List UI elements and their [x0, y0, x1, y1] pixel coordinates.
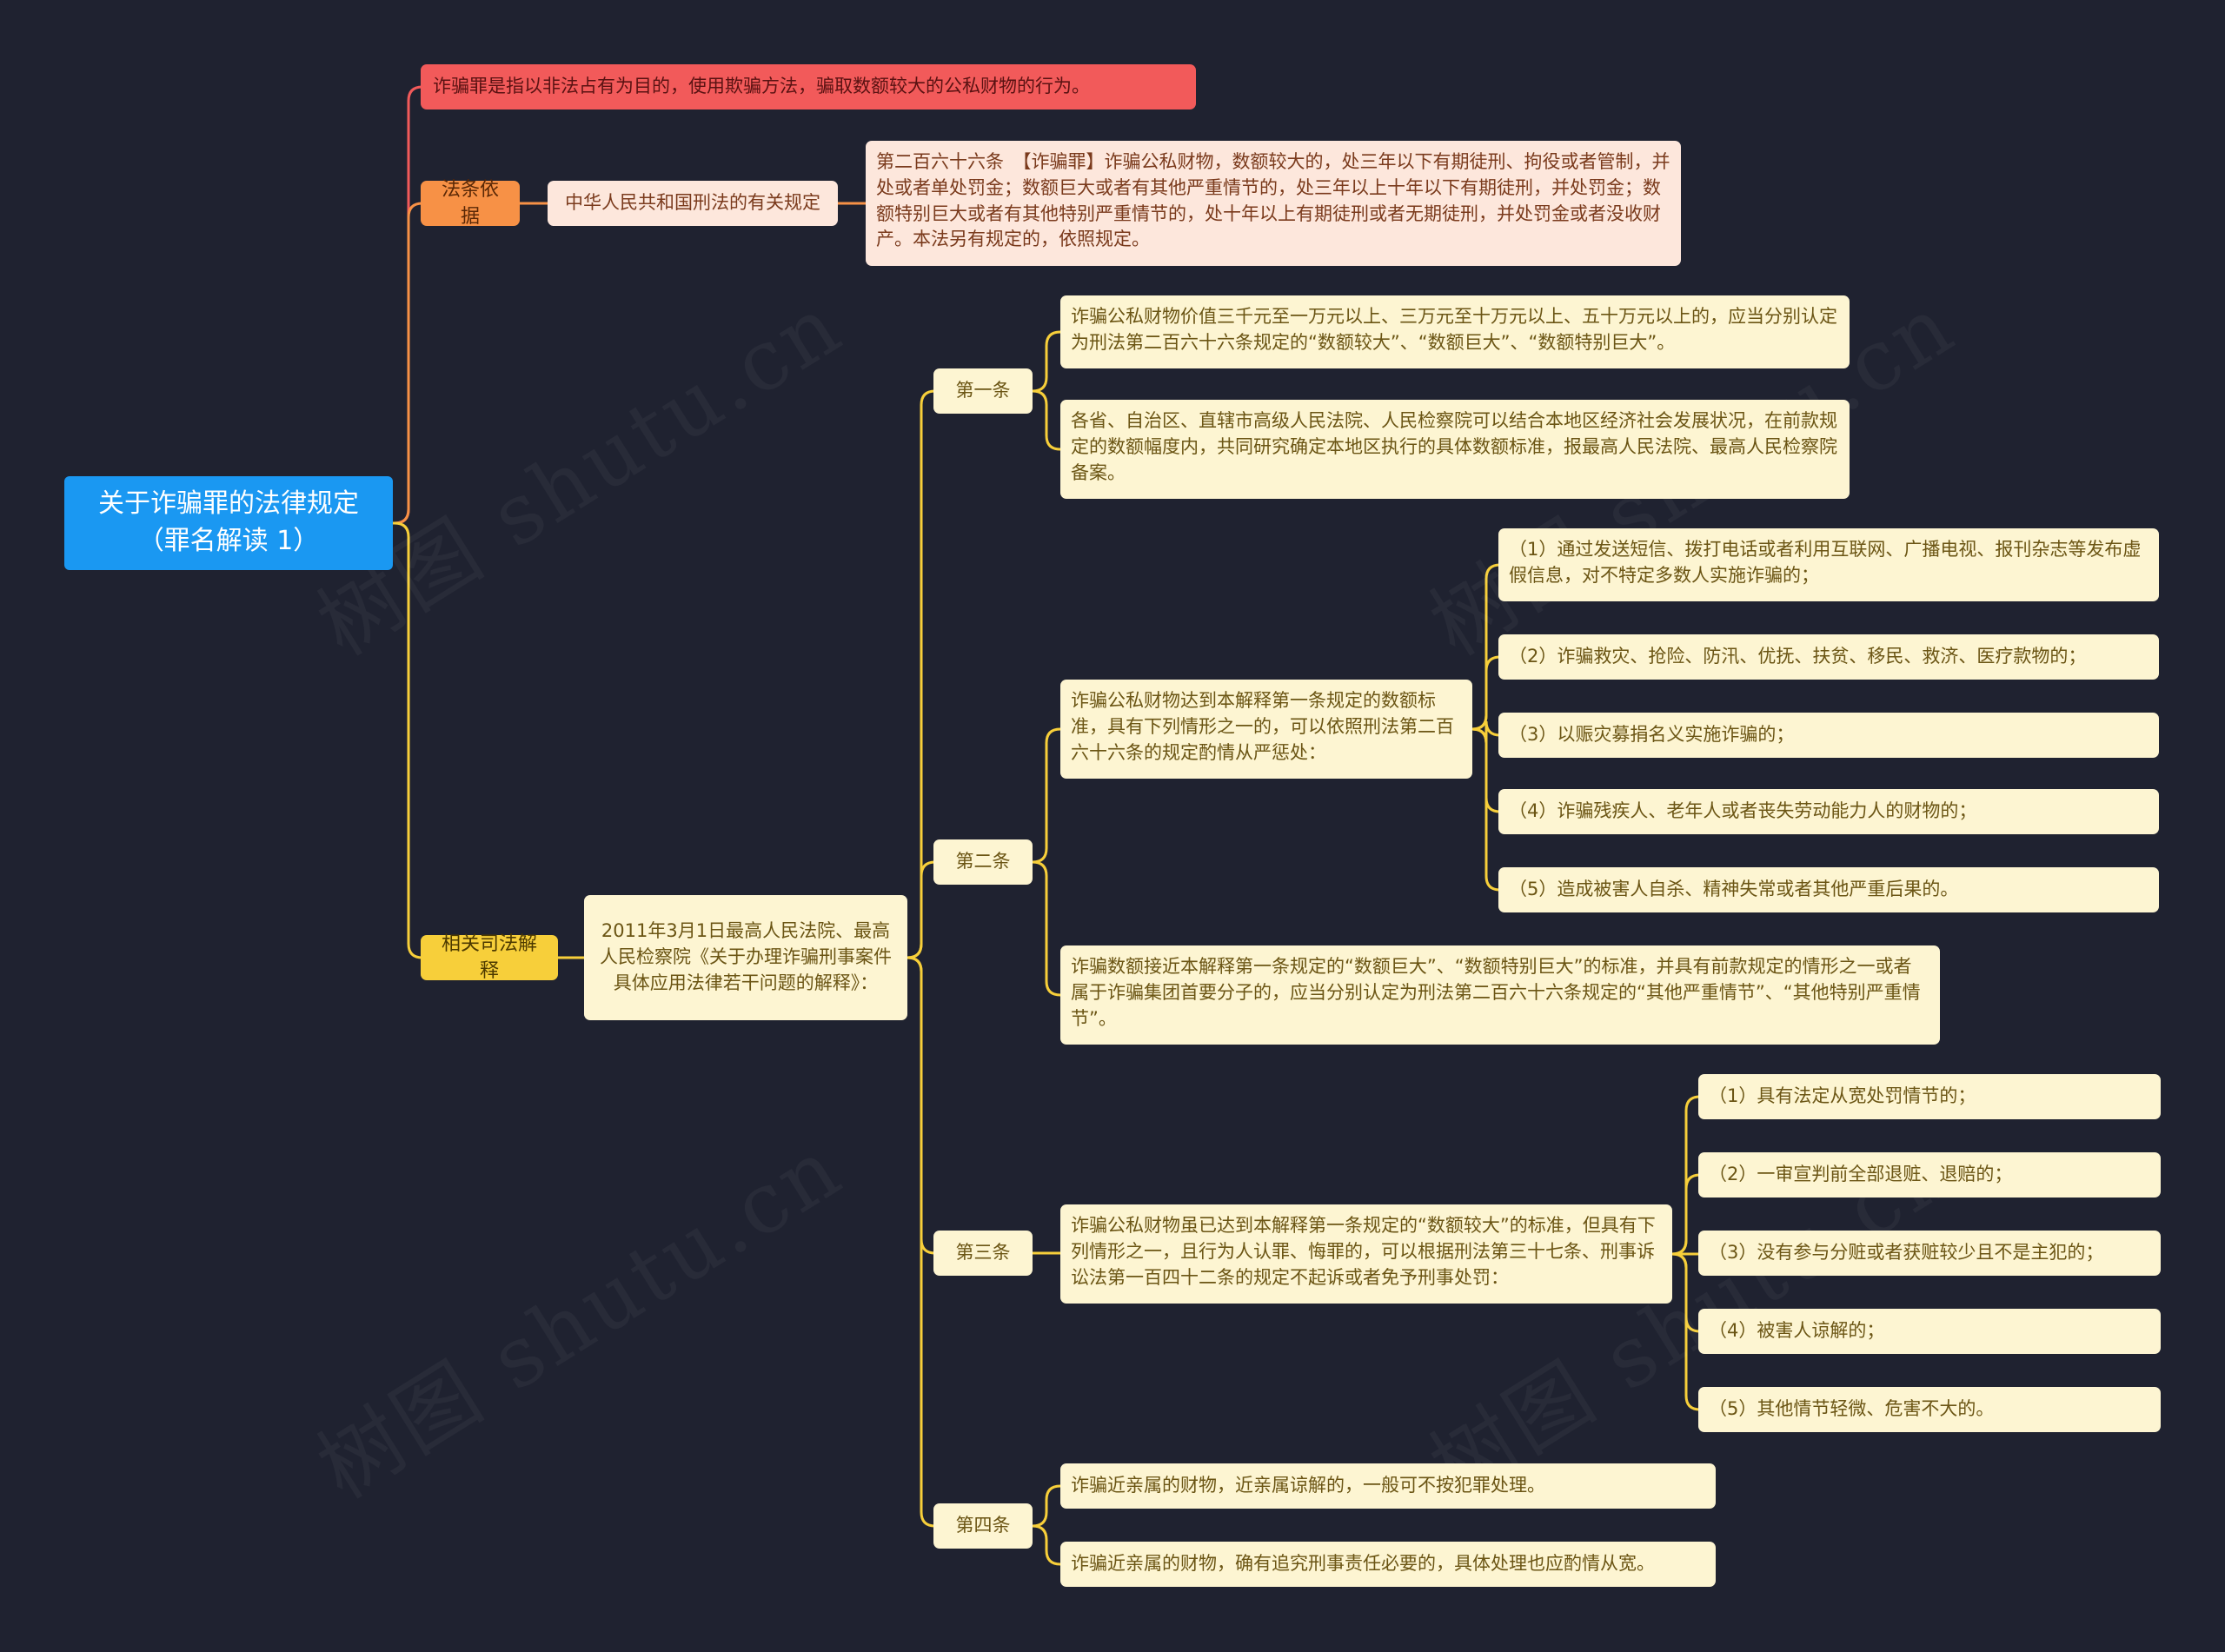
article4-item[interactable]: 诈骗近亲属的财物，近亲属谅解的，一般可不按犯罪处理。: [1060, 1463, 1716, 1509]
definition-node[interactable]: 诈骗罪是指以非法占有为目的，使用欺骗方法，骗取数额较大的公私财物的行为。: [421, 64, 1196, 109]
article2-item[interactable]: （3）以赈灾募捐名义实施诈骗的；: [1498, 713, 2159, 758]
article3-item[interactable]: （3）没有参与分赃或者获赃较少且不是主犯的；: [1698, 1231, 2161, 1276]
article3-intro-node[interactable]: 诈骗公私财物虽已达到本解释第一条规定的“数额较大”的标准，但具有下列情形之一，且…: [1060, 1204, 1672, 1304]
connector-line: [1670, 1252, 1701, 1411]
article2-node[interactable]: 第二条: [933, 839, 1033, 885]
article1-item[interactable]: 各省、自治区、直辖市高级人民法院、人民检察院可以结合本地区经济社会发展状况，在前…: [1060, 400, 1850, 499]
article2-item[interactable]: （4）诈骗残疾人、老年人或者丧失劳动能力人的财物的；: [1498, 789, 2159, 834]
root-node[interactable]: 关于诈骗罪的法律规定（罪名解读 1）: [64, 476, 393, 570]
judicial-node[interactable]: 相关司法解释: [421, 933, 558, 982]
article3-item[interactable]: （2）一审宣判前全部退赃、退赔的；: [1698, 1152, 2161, 1198]
connector-line: [391, 202, 423, 525]
connector-line: [1031, 389, 1062, 451]
article3-item[interactable]: （1）具有法定从宽处罚情节的；: [1698, 1074, 2161, 1119]
article2-item[interactable]: （1）通过发送短信、拨打电话或者利用互联网、广播电视、报刊杂志等发布虚假信息，对…: [1498, 528, 2159, 601]
article4-item[interactable]: 诈骗近亲属的财物，确有追究刑事责任必要的，具体处理也应酌情从宽。: [1060, 1542, 1716, 1587]
law-basis-node[interactable]: 法条依据: [421, 179, 520, 228]
connector-line: [1031, 860, 1062, 997]
article4-node[interactable]: 第四条: [933, 1503, 1033, 1549]
article1-node[interactable]: 第一条: [933, 368, 1033, 414]
connector-line: [1031, 727, 1062, 864]
connector-line: [1670, 1173, 1701, 1256]
connector-line: [391, 521, 423, 959]
article3-node[interactable]: 第三条: [933, 1231, 1033, 1276]
connector-line: [906, 860, 936, 959]
article1-item[interactable]: 诈骗公私财物价值三千元至一万元以上、三万元至十万元以上、五十万元以上的，应当分别…: [1060, 295, 1850, 368]
connector-line: [1031, 1484, 1062, 1528]
connector-line: [1471, 655, 1501, 731]
law-article-node[interactable]: 第二百六十六条 【诈骗罪】诈骗公私财物，数额较大的，处三年以下有期徒刑、拘役或者…: [866, 141, 1681, 266]
law-source-node[interactable]: 中华人民共和国刑法的有关规定: [548, 181, 838, 226]
article2-extra-node[interactable]: 诈骗数额接近本解释第一条规定的“数额巨大”、“数额特别巨大”的标准，并具有前款规…: [1060, 945, 1940, 1045]
article2-item[interactable]: （5）造成被害人自杀、精神失常或者其他严重后果的。: [1498, 867, 2159, 912]
article3-item[interactable]: （4）被害人谅解的；: [1698, 1309, 2161, 1354]
article3-item[interactable]: （5）其他情节轻微、危害不大的。: [1698, 1387, 2161, 1432]
article2-item[interactable]: （2）诈骗救灾、抢险、防汛、优抚、扶贫、移民、救济、医疗款物的；: [1498, 634, 2159, 680]
judicial-source-node[interactable]: 2011年3月1日最高人民法院、最高人民检察院《关于办理诈骗刑事案件具体应用法律…: [584, 895, 907, 1020]
connector-line: [1031, 1524, 1062, 1566]
connector-line: [1471, 727, 1501, 892]
connector-line: [906, 956, 936, 1528]
connector-line: [1031, 330, 1062, 393]
article2-intro-node[interactable]: 诈骗公私财物达到本解释第一条规定的数额标准，具有下列情形之一的，可以依照刑法第二…: [1060, 680, 1472, 779]
